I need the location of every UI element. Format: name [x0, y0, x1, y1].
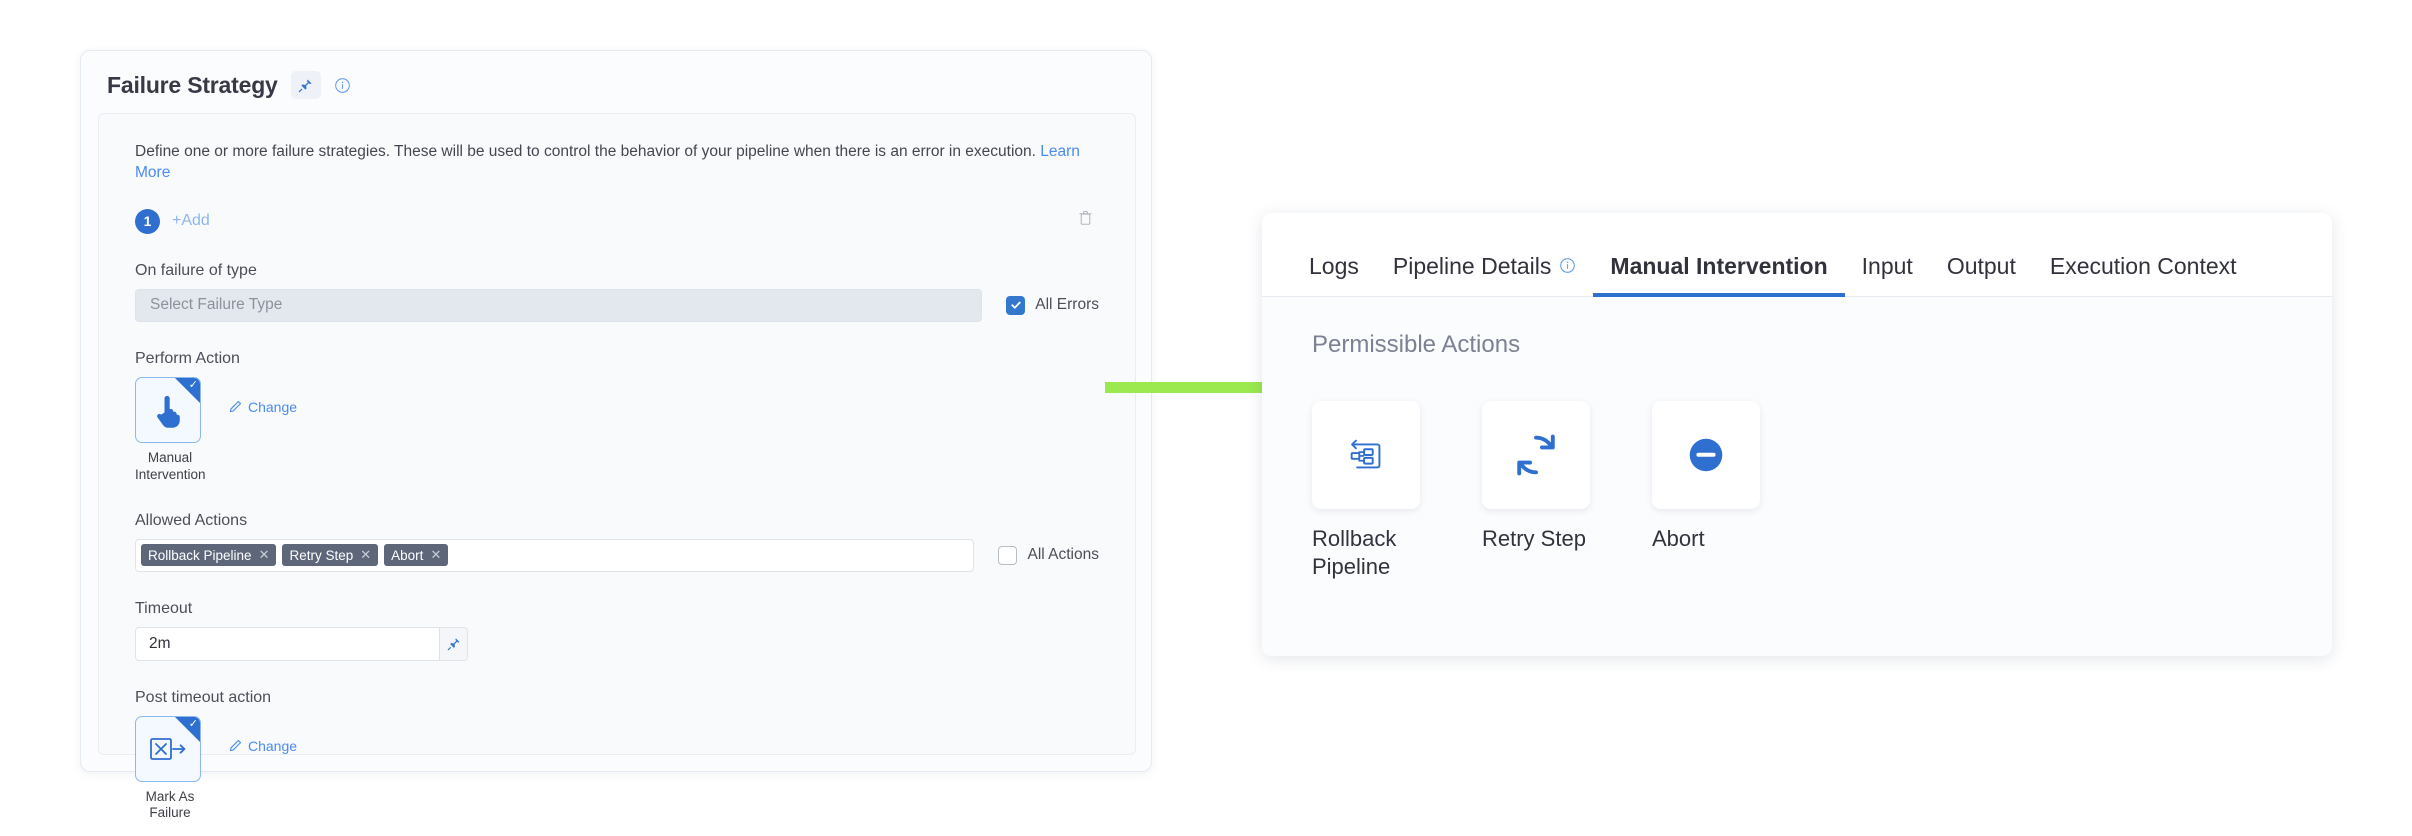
pin-glyph [447, 637, 460, 650]
post-timeout-action-label: Post timeout action [135, 688, 272, 706]
tab-logs[interactable]: Logs [1292, 253, 1376, 296]
mark-as-failure-tile[interactable]: ✓ [135, 715, 201, 782]
learn-more-link[interactable]: Learn More [135, 143, 1080, 181]
execution-detail-panel: Logs Pipeline Details Manual Interventio… [1262, 213, 2332, 656]
tab-label: Execution Context [2049, 253, 2237, 279]
rollback-pipeline-label: Rollback Pipeline [1312, 526, 1397, 579]
permissible-actions-grid: Rollback Pipeline Retry Step [1312, 401, 2294, 580]
pencil-icon [229, 740, 242, 752]
allowed-actions-row: Rollback Pipeline ✕ Retry Step ✕ Abort ✕… [135, 538, 1099, 572]
tag-chip[interactable]: Retry Step ✕ [282, 544, 379, 567]
mark-as-failure-icon [150, 737, 186, 760]
selected-corner [175, 377, 200, 403]
perform-action-change-label: Change [248, 398, 298, 415]
info-circle-icon[interactable] [1559, 253, 1576, 280]
all-errors-checkbox[interactable] [1006, 295, 1026, 315]
perform-action-label: Perform Action [135, 349, 240, 367]
tag-label: Abort [391, 547, 424, 563]
info-glyph [334, 77, 350, 93]
selected-check-icon: ✓ [188, 717, 198, 730]
permissible-action-item: Abort [1652, 401, 1760, 580]
close-x-icon[interactable]: ✕ [258, 547, 270, 563]
abort-button[interactable] [1652, 401, 1760, 509]
tab-input[interactable]: Input [1845, 253, 1930, 296]
perform-action-change-button[interactable]: Change [229, 399, 297, 415]
tab-label: Manual Intervention [1610, 253, 1828, 279]
permissible-action-item: Retry Step [1482, 401, 1590, 580]
all-actions-checkbox-wrap[interactable]: All Actions [998, 545, 1099, 565]
tab-label: Input [1861, 253, 1913, 279]
all-errors-checkbox-wrap[interactable]: All Errors [1006, 295, 1099, 315]
close-x-icon[interactable]: ✕ [430, 547, 442, 563]
manual-intervention-tile[interactable]: ✓ [135, 376, 201, 443]
manual-intervention-content: Permissible Actions [1262, 297, 2332, 656]
pin-icon[interactable] [290, 71, 321, 99]
manual-intervention-caption: Manual Intervention [135, 449, 206, 482]
pencil-icon [229, 401, 242, 413]
tab-output[interactable]: Output [1930, 253, 2033, 296]
on-failure-of-type-label: On failure of type [135, 261, 257, 279]
hand-pointer-icon [157, 395, 180, 428]
selected-corner [175, 716, 200, 742]
info-glyph [1560, 258, 1576, 273]
perform-action-block: ✓ Manual Intervention Change [135, 376, 1099, 484]
trash-icon[interactable] [1078, 210, 1093, 231]
post-timeout-action-block: ✓ Mark As Failure Change [135, 715, 1099, 823]
tab-label: Pipeline Details [1392, 253, 1552, 279]
abort-label: Abort [1652, 526, 1705, 551]
tag-label: Retry Step [289, 547, 354, 563]
all-actions-checkbox[interactable] [998, 545, 1018, 565]
retry-step-label: Retry Step [1482, 526, 1586, 551]
permissible-action-item: Rollback Pipeline [1312, 401, 1420, 580]
strategy-row-controls: 1 +Add [135, 208, 1099, 234]
selected-check-icon: ✓ [188, 378, 198, 391]
tab-pipeline-details[interactable]: Pipeline Details [1376, 253, 1594, 296]
timeout-label: Timeout [135, 599, 193, 617]
pin-glyph [298, 79, 312, 92]
close-x-icon[interactable]: ✕ [360, 547, 372, 563]
failure-type-select[interactable]: Select Failure Type [135, 288, 983, 322]
allowed-actions-input[interactable]: Rollback Pipeline ✕ Retry Step ✕ Abort ✕ [135, 538, 975, 572]
all-errors-label: All Errors [1035, 296, 1099, 314]
post-timeout-change-button[interactable]: Change [229, 738, 297, 754]
retry-step-button[interactable] [1482, 401, 1590, 509]
panel-description: Define one or more failure strategies. T… [135, 142, 1099, 184]
tag-chip[interactable]: Abort ✕ [384, 544, 449, 567]
rollback-pipeline-icon [1350, 439, 1381, 469]
permissible-actions-title: Permissible Actions [1312, 331, 1521, 358]
allowed-actions-label: Allowed Actions [135, 511, 248, 529]
tag-chip[interactable]: Rollback Pipeline ✕ [141, 544, 277, 567]
tab-bar: Logs Pipeline Details Manual Interventio… [1262, 213, 2332, 297]
strategy-index-badge[interactable]: 1 [135, 208, 160, 234]
info-circle-icon[interactable] [334, 77, 351, 94]
add-strategy-button[interactable]: +Add [172, 212, 210, 230]
retry-refresh-icon [1517, 434, 1555, 476]
timeout-pin-icon[interactable] [440, 626, 468, 661]
tab-manual-intervention[interactable]: Manual Intervention [1593, 253, 1845, 297]
failure-strategy-body: Define one or more failure strategies. T… [98, 113, 1136, 820]
tab-label: Logs [1309, 253, 1359, 279]
timeout-row: 2m [135, 626, 1099, 661]
trash-glyph [1079, 210, 1092, 225]
on-failure-of-type-row: Select Failure Type All Errors [135, 288, 1099, 322]
timeout-input[interactable]: 2m [135, 626, 440, 661]
tag-label: Rollback Pipeline [148, 547, 252, 563]
check-icon [1011, 302, 1021, 309]
failure-strategy-header: Failure Strategy [81, 51, 1151, 113]
tab-label: Output [1946, 253, 2016, 279]
abort-minus-circle-icon [1689, 438, 1723, 472]
all-actions-label: All Actions [1027, 546, 1099, 564]
page-title: Failure Strategy [107, 71, 278, 98]
failure-strategy-panel: Failure Strategy Define one or more fail… [80, 50, 1152, 820]
mark-as-failure-caption: Mark As Failure [145, 788, 195, 821]
post-timeout-change-label: Change [248, 737, 298, 754]
rollback-pipeline-button[interactable] [1312, 401, 1420, 509]
description-text: Define one or more failure strategies. T… [135, 143, 1036, 160]
tab-execution-context[interactable]: Execution Context [2033, 253, 2254, 296]
